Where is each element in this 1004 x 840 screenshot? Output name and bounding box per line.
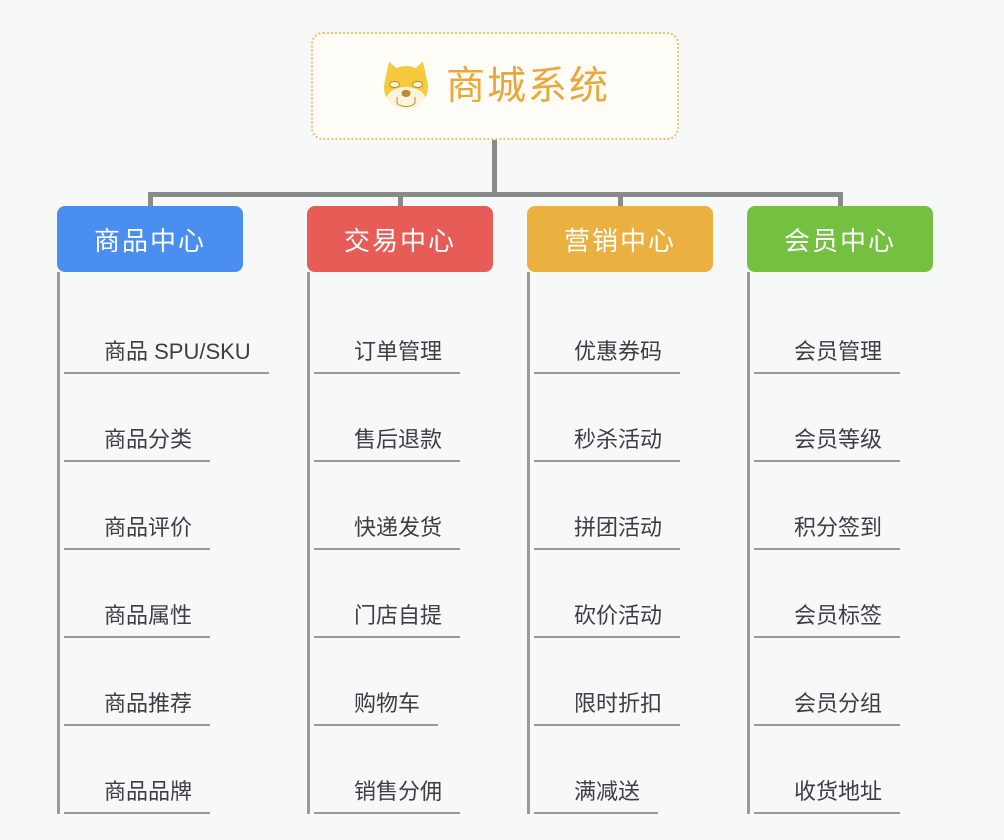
list-item-label: 商品评价: [64, 515, 211, 550]
list-item-label: 订单管理: [314, 339, 461, 374]
list-item-label: 会员分组: [754, 691, 901, 726]
list-item[interactable]: 会员管理: [754, 286, 933, 374]
branch-items-member-center: 会员管理 会员等级 积分签到 会员标签 会员分组 收货地址: [747, 272, 933, 814]
list-item[interactable]: 门店自提: [314, 550, 493, 638]
list-item[interactable]: 商品 SPU/SKU: [64, 286, 269, 374]
branch-trade-center: 交易中心 订单管理 售后退款 快递发货 门店自提 购物车 销售分佣: [307, 206, 493, 814]
list-item[interactable]: 满减送: [534, 726, 713, 814]
list-item[interactable]: 商品推荐: [64, 638, 243, 726]
list-item-label: 售后退款: [314, 427, 461, 462]
list-item[interactable]: 会员分组: [754, 638, 933, 726]
list-item[interactable]: 砍价活动: [534, 550, 713, 638]
branch-marketing-center: 营销中心 优惠券码 秒杀活动 拼团活动 砍价活动 限时折扣 满减送: [527, 206, 713, 814]
list-item-label: 门店自提: [314, 603, 461, 638]
list-item-label: 会员等级: [754, 427, 901, 462]
list-item[interactable]: 快递发货: [314, 462, 493, 550]
list-item-label: 限时折扣: [534, 691, 681, 726]
dog-head-icon: [383, 66, 428, 109]
list-item[interactable]: 会员等级: [754, 374, 933, 462]
list-item[interactable]: 订单管理: [314, 286, 493, 374]
dog-eye-left-icon: [388, 81, 400, 88]
list-item-label: 砍价活动: [534, 603, 681, 638]
list-item-label: 商品品牌: [64, 779, 211, 814]
list-item[interactable]: 商品属性: [64, 550, 243, 638]
list-item[interactable]: 拼团活动: [534, 462, 713, 550]
list-item-label: 快递发货: [314, 515, 461, 550]
list-item-label: 秒杀活动: [534, 427, 681, 462]
branch-header-trade-center[interactable]: 交易中心: [307, 206, 493, 272]
branch-items-marketing-center: 优惠券码 秒杀活动 拼团活动 砍价活动 限时折扣 满减送: [527, 272, 713, 814]
list-item[interactable]: 秒杀活动: [534, 374, 713, 462]
connector-drop-marketing-center: [618, 192, 623, 208]
list-item-label: 商品属性: [64, 603, 211, 638]
branch-header-marketing-center[interactable]: 营销中心: [527, 206, 713, 272]
list-item-label: 商品推荐: [64, 691, 211, 726]
list-item-label: 会员管理: [754, 339, 901, 374]
branch-items-trade-center: 订单管理 售后退款 快递发货 门店自提 购物车 销售分佣: [307, 272, 493, 814]
list-item-label: 销售分佣: [314, 779, 461, 814]
list-item-label: 商品 SPU/SKU: [64, 339, 269, 374]
list-item[interactable]: 商品评价: [64, 462, 243, 550]
list-item[interactable]: 收货地址: [754, 726, 933, 814]
list-item-label: 购物车: [314, 691, 439, 726]
list-item[interactable]: 售后退款: [314, 374, 493, 462]
list-item[interactable]: 会员标签: [754, 550, 933, 638]
list-item-label: 收货地址: [754, 779, 901, 814]
connector-drop-trade-center: [398, 192, 403, 208]
branch-items-product-center: 商品 SPU/SKU 商品分类 商品评价 商品属性 商品推荐 商品品牌: [57, 272, 269, 814]
root-title: 商城系统: [445, 64, 610, 108]
branch-product-center: 商品中心 商品 SPU/SKU 商品分类 商品评价 商品属性 商品推荐 商品品牌: [57, 206, 269, 814]
list-item[interactable]: 销售分佣: [314, 726, 493, 814]
list-item[interactable]: 商品分类: [64, 374, 243, 462]
connector-drop-product-center: [148, 192, 153, 208]
list-item[interactable]: 商品品牌: [64, 726, 243, 814]
list-item-label: 拼团活动: [534, 515, 681, 550]
list-item[interactable]: 优惠券码: [534, 286, 713, 374]
dog-nose-icon: [401, 90, 411, 97]
connector-root-stem: [492, 140, 497, 195]
dog-mouth-icon: [396, 97, 416, 107]
branch-header-member-center[interactable]: 会员中心: [747, 206, 933, 272]
branch-member-center: 会员中心 会员管理 会员等级 积分签到 会员标签 会员分组 收货地址: [747, 206, 933, 814]
list-item[interactable]: 限时折扣: [534, 638, 713, 726]
list-item-label: 会员标签: [754, 603, 901, 638]
list-item[interactable]: 积分签到: [754, 462, 933, 550]
root-node[interactable]: 商城系统: [311, 32, 679, 140]
list-item-label: 满减送: [534, 779, 659, 814]
dog-face-icon: [378, 58, 434, 111]
list-item-label: 积分签到: [754, 515, 901, 550]
connector-horizontal-bus: [148, 192, 843, 197]
list-item-label: 优惠券码: [534, 339, 681, 374]
list-item[interactable]: 购物车: [314, 638, 493, 726]
connector-drop-member-center: [838, 192, 843, 208]
list-item-label: 商品分类: [64, 427, 211, 462]
branch-header-product-center[interactable]: 商品中心: [57, 206, 243, 272]
dog-eye-right-icon: [411, 81, 423, 88]
